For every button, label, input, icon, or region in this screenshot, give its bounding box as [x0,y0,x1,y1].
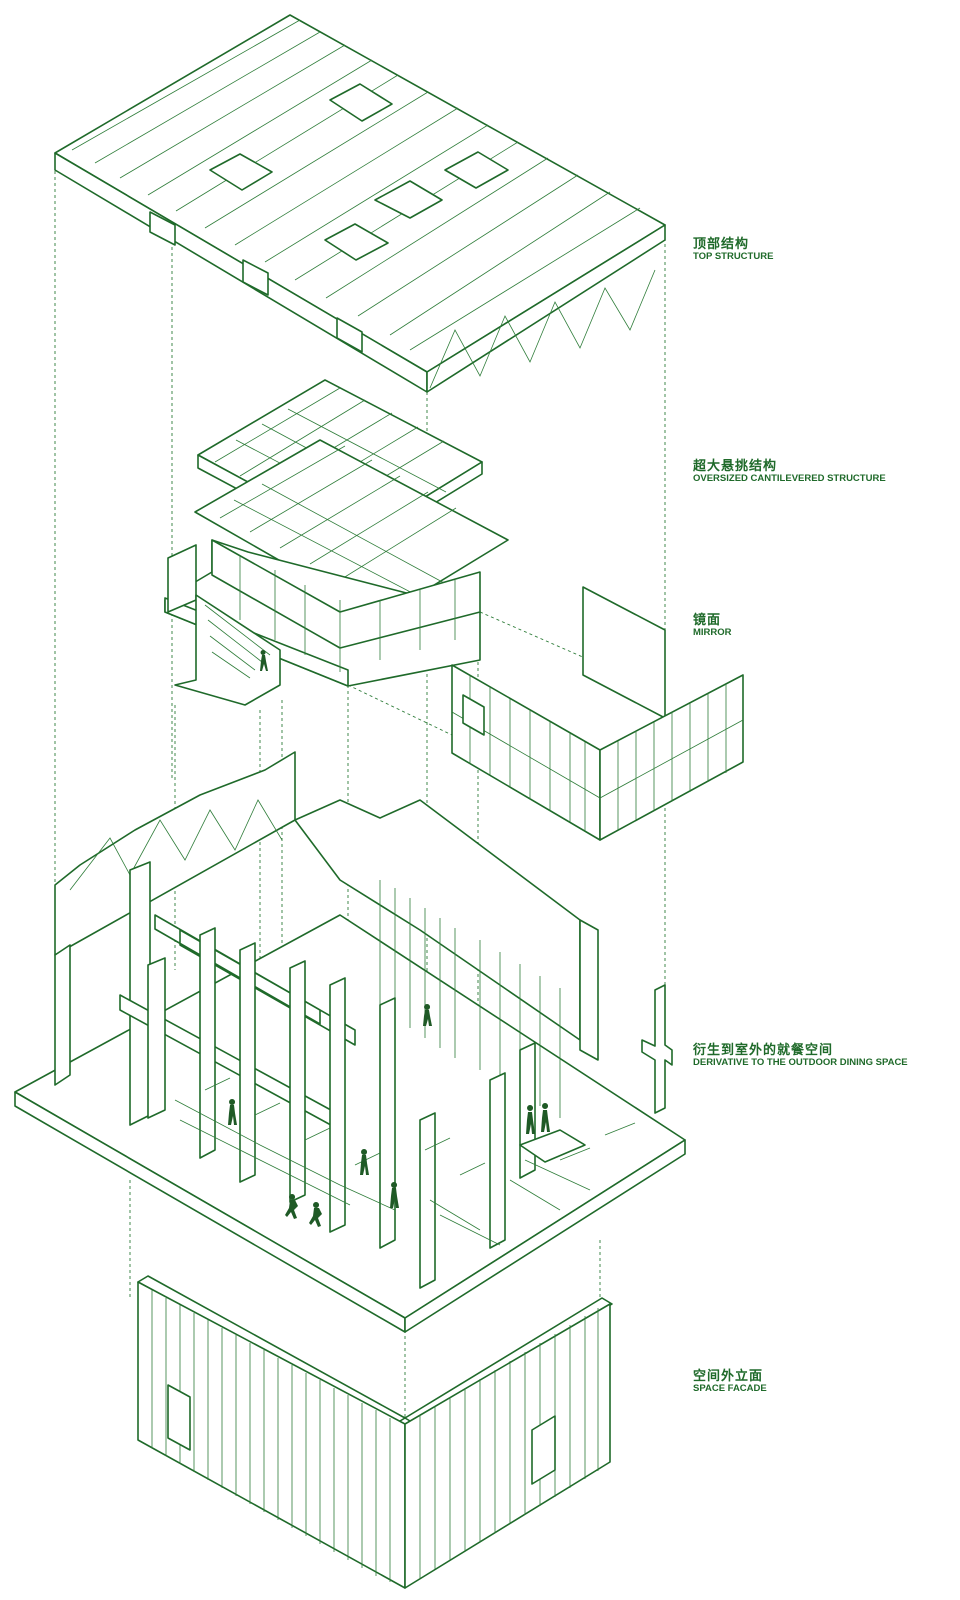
label-dining-space-zh: 衍生到室外的就餐空间 [693,1042,834,1057]
detached-wall-fragment [641,984,673,1114]
label-mirror: 镜面 MIRROR [693,612,732,639]
label-dining-space: 衍生到室外的就餐空间 DERIVATIVE TO THE OUTDOOR DIN… [693,1042,908,1069]
label-top-structure-en: TOP STRUCTURE [693,251,774,262]
mirror-panel [451,586,744,841]
label-mirror-en: MIRROR [693,627,732,638]
label-space-facade-en: SPACE FACADE [693,1383,767,1394]
label-top-structure: 顶部结构 TOP STRUCTURE [693,236,773,263]
label-cantilevered-structure-zh: 超大悬挑结构 [693,458,778,473]
label-dining-space-en: DERIVATIVE TO THE OUTDOOR DINING SPACE [693,1057,908,1068]
dining-space-floor [14,751,686,1333]
label-cantilevered-structure: 超大悬挑结构 OVERSIZED CANTILEVERED STRUCTURE [693,458,886,485]
label-cantilevered-structure-en: OVERSIZED CANTILEVERED STRUCTURE [693,473,886,484]
label-space-facade: 空间外立面 SPACE FACADE [693,1368,767,1395]
space-facade [137,1275,613,1589]
label-mirror-zh: 镜面 [693,612,722,627]
top-structure-roof [54,14,666,393]
label-space-facade-zh: 空间外立面 [693,1368,764,1383]
label-top-structure-zh: 顶部结构 [693,236,750,251]
people-figures [228,1004,550,1227]
cantilevered-structure [164,379,509,706]
